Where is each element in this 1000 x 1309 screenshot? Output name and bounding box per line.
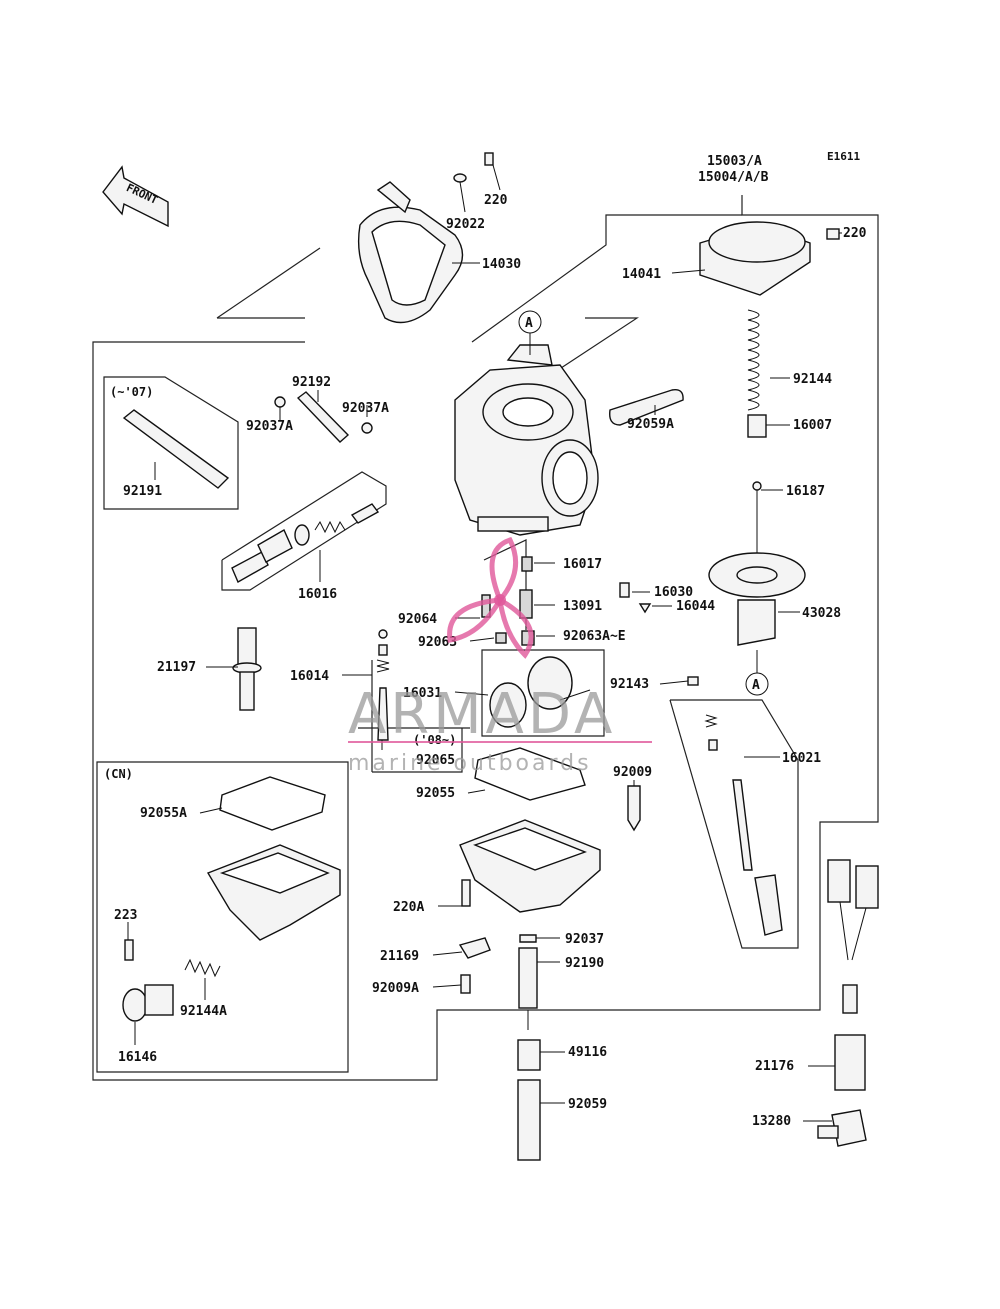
heater-21176[interactable] [827, 859, 879, 1091]
bracket-21169[interactable] [458, 937, 491, 959]
variant-pre08: (~'07) [110, 385, 153, 399]
variant-post08: ('08~) [413, 733, 456, 747]
clip-16030[interactable] [619, 582, 630, 598]
label-92037A-b: 92037A [342, 401, 389, 416]
starter-plunger-16016[interactable] [231, 503, 380, 583]
screw-220A[interactable] [461, 879, 471, 907]
hose-92059[interactable] [517, 1079, 541, 1161]
top-cover-14030[interactable] [357, 152, 494, 324]
gasket-92055A[interactable] [219, 776, 326, 831]
watermark-propeller-icon [447, 536, 534, 659]
label-92009: 92009 [613, 765, 652, 780]
clamp-92037A-a[interactable] [274, 396, 286, 408]
jet-needle-16187[interactable] [752, 481, 762, 555]
label-16146: 16146 [118, 1050, 157, 1065]
label-223: 223 [114, 908, 137, 923]
label-16016: 16016 [298, 587, 337, 602]
valve-16031[interactable] [489, 656, 591, 728]
watermark-brand: ARMADA [348, 682, 616, 747]
label-16030: 16030 [654, 585, 693, 600]
screw-223[interactable] [124, 939, 134, 961]
label-92055A: 92055A [140, 806, 187, 821]
assembly-number-1: 15003/A [707, 154, 762, 169]
label-14041: 14041 [622, 267, 661, 282]
marker-a-bottom-label: A [752, 678, 760, 693]
label-16187: 16187 [786, 484, 825, 499]
label-16007: 16007 [793, 418, 832, 433]
diagram-code: E1611 [827, 150, 860, 163]
label-92190: 92190 [565, 956, 604, 971]
label-16017: 16017 [563, 557, 602, 572]
leader-lines [127, 164, 842, 1122]
marker-a-bottom: A [745, 650, 769, 696]
spring-92144[interactable] [747, 309, 760, 411]
label-92022: 92022 [446, 217, 485, 232]
label-92064: 92064 [398, 612, 437, 627]
label-14030: 14030 [482, 257, 521, 272]
label-92055: 92055 [416, 786, 455, 801]
assembly-number-2: 15004/A/B [698, 170, 769, 185]
label-16031: 16031 [403, 686, 442, 701]
label-92037: 92037 [565, 932, 604, 947]
tube-92192[interactable] [296, 391, 350, 443]
label-49116: 49116 [568, 1045, 607, 1060]
label-220A: 220A [393, 900, 424, 915]
label-21169: 21169 [380, 949, 419, 964]
label-13091: 13091 [563, 599, 602, 614]
carburetor-body[interactable] [454, 344, 599, 536]
screw-92009[interactable] [627, 785, 641, 832]
watermark: ARMADA marine outboards [348, 536, 652, 776]
float-bowl-cn[interactable] [206, 844, 341, 941]
label-92143: 92143 [610, 677, 649, 692]
fitting-21197[interactable] [232, 627, 262, 711]
marker-a-top: A [518, 310, 542, 355]
label-92059A: 92059A [627, 417, 674, 432]
clip-16044[interactable] [638, 603, 652, 614]
hose-92190[interactable] [518, 947, 538, 1009]
valve-16146[interactable] [122, 984, 174, 1022]
label-220-top: 220 [484, 193, 508, 208]
clamp-92037A-b[interactable] [361, 422, 373, 434]
label-92063AE: 92063A~E [563, 629, 626, 644]
tube-92059A[interactable] [609, 389, 684, 426]
label-21197: 21197 [157, 660, 196, 675]
label-92059: 92059 [568, 1097, 607, 1112]
fitting-49116[interactable] [517, 1010, 541, 1071]
variant-cn: (CN) [104, 767, 133, 781]
label-43028: 43028 [802, 606, 841, 621]
diaphragm-cover-14041[interactable] [699, 221, 840, 296]
label-92144: 92144 [793, 372, 832, 387]
throttle-screw-16021[interactable] [687, 676, 783, 936]
part-labels: 220 92022 14030 220 14041 92144 16007 16… [114, 193, 867, 1129]
gasket-92055[interactable] [474, 747, 586, 801]
label-92037A-a: 92037A [246, 419, 293, 434]
label-92192: 92192 [292, 375, 331, 390]
clip-92037[interactable] [519, 934, 537, 943]
tube-92191[interactable] [122, 409, 230, 489]
label-13280: 13280 [752, 1114, 791, 1129]
screw-92009A[interactable] [460, 974, 471, 994]
label-92144A: 92144A [180, 1004, 227, 1019]
label-16014: 16014 [290, 669, 329, 684]
label-16021: 16021 [782, 751, 821, 766]
label-220-right: 220 [843, 226, 867, 241]
marker-a-top-label: A [525, 316, 533, 331]
float-bowl[interactable] [459, 819, 601, 913]
label-21176: 21176 [755, 1059, 794, 1074]
diaphragm-43028[interactable] [708, 552, 806, 646]
watermark-tagline: marine outboards [348, 751, 592, 776]
spring-92144A[interactable] [184, 958, 221, 978]
front-direction-arrow: FRONT [102, 165, 169, 228]
label-92009A: 92009A [372, 981, 419, 996]
needle-holder-16007[interactable] [747, 414, 767, 438]
label-92065: 92065 [416, 753, 455, 768]
pilot-screw-16014[interactable] [376, 629, 390, 741]
label-16044: 16044 [676, 599, 715, 614]
sensor-13280[interactable] [817, 1109, 867, 1147]
label-92191: 92191 [123, 484, 162, 499]
